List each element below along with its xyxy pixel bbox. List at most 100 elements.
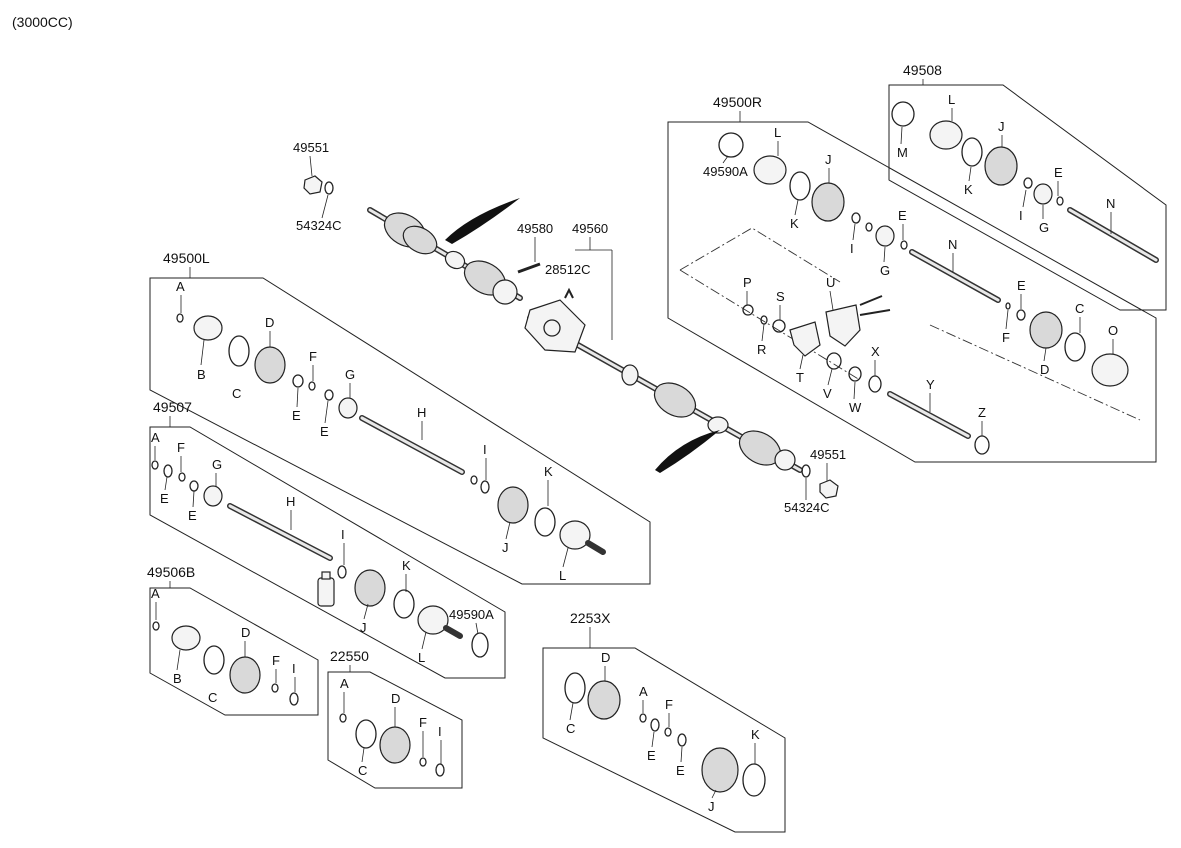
letter-P-49500R: P (743, 275, 752, 290)
assembly-label-49500L: 49500L (163, 250, 210, 266)
group-outline-49506B (149, 587, 319, 716)
letter-T-49500R: T (796, 370, 804, 385)
subgroup-dashline-a (679, 227, 841, 283)
grease-tube (317, 577, 335, 607)
letter-J-49508: J (998, 119, 1005, 134)
part-label-49551-top: 49551 (293, 140, 329, 155)
part-label-49580: 49580 (517, 221, 553, 236)
group-outline-49508 (888, 84, 1167, 311)
washer-54324C-bottom (801, 464, 811, 478)
letter-E-49507-a: E (160, 491, 169, 506)
group-outline-2253X (542, 647, 786, 833)
letter-E-2253X-a: E (647, 748, 656, 763)
letter-F-22550: F (419, 715, 427, 730)
parts-49507 (151, 460, 489, 658)
letter-E-49500R-a: E (898, 208, 907, 223)
letter-I-49507: I (341, 527, 345, 542)
letter-D-49500L: D (265, 315, 274, 330)
letter-A-2253X: A (639, 684, 648, 699)
letter-K-49508: K (964, 182, 973, 197)
letter-I-49500L: I (483, 442, 487, 457)
bolt-49580 (517, 262, 541, 274)
letter-J-2253X: J (708, 799, 715, 814)
letter-U-49500R: U (826, 275, 835, 290)
parts-49500L (176, 313, 606, 555)
letter-C-22550: C (358, 763, 367, 778)
assembly-label-49508: 49508 (903, 62, 942, 78)
letter-I-49508: I (1019, 208, 1023, 223)
parts-49508 (891, 101, 1159, 263)
parts-49506B (152, 621, 299, 706)
assembly-label-22550: 22550 (330, 648, 369, 664)
letter-A-49506B: A (151, 586, 160, 601)
subgroup-dashline-c (929, 324, 1141, 421)
letter-G-49500L: G (345, 367, 355, 382)
assembly-label-49507: 49507 (153, 399, 192, 415)
letter-O-49500R: O (1108, 323, 1118, 338)
letter-E-49507-b: E (188, 508, 197, 523)
letter-J-49500R: J (825, 152, 832, 167)
letter-B-49506B: B (173, 671, 182, 686)
letter-H-49507: H (286, 494, 295, 509)
letter-E-49500L-b: E (320, 424, 329, 439)
group-outline-49500R (667, 121, 1157, 463)
letter-J-49500L: J (502, 540, 509, 555)
letter-F-49500L: F (309, 349, 317, 364)
part-label-49551-bottom: 49551 (810, 447, 846, 462)
clip-28512C (564, 287, 574, 299)
letter-C-49500R: C (1075, 301, 1084, 316)
letter-L-49507: L (418, 650, 425, 665)
letter-N-49500R: N (948, 237, 957, 252)
parts-49500R (718, 132, 1129, 455)
group-outline-49507 (149, 426, 506, 679)
assembly-label-49500R: 49500R (713, 94, 762, 110)
letter-D-22550: D (391, 691, 400, 706)
engine-label: (3000CC) (12, 14, 73, 30)
part-label-49590A-kit: 49590A (449, 607, 494, 622)
letter-W-49500R: W (849, 400, 862, 415)
letter-X-49500R: X (871, 344, 880, 359)
letter-A-49507: A (151, 430, 160, 445)
parts-2253X (564, 672, 766, 797)
letter-K-49507: K (402, 558, 411, 573)
letter-F-2253X: F (665, 697, 673, 712)
letter-M-49508: M (897, 145, 908, 160)
part-label-28512C: 28512C (545, 262, 591, 277)
letter-H-49500L: H (417, 405, 426, 420)
letter-C-2253X: C (566, 721, 575, 736)
letter-J-49507: J (360, 620, 367, 635)
letter-F-49507: F (177, 440, 185, 455)
letter-A-22550: A (340, 676, 349, 691)
letter-C-49500L: C (232, 386, 241, 401)
main-shaft-assembly (367, 207, 803, 473)
letter-D-2253X: D (601, 650, 610, 665)
parts-22550 (339, 713, 445, 777)
assembly-label-2253X: 2253X (570, 610, 611, 626)
letter-Y-49500R: Y (926, 377, 935, 392)
subgroup-dashline-b (679, 269, 861, 381)
letter-E-2253X-b: E (676, 763, 685, 778)
letter-L-49500L: L (559, 568, 566, 583)
letter-D-49506B: D (241, 625, 250, 640)
letter-N-49508: N (1106, 196, 1115, 211)
part-label-49560: 49560 (572, 221, 608, 236)
letter-I-49500R: I (850, 241, 854, 256)
washer-54324C-top (324, 181, 334, 195)
direction-swoosh-bottom (655, 430, 720, 473)
letter-G-49500R: G (880, 263, 890, 278)
letter-E-49508: E (1054, 165, 1063, 180)
letter-R-49500R: R (757, 342, 766, 357)
letter-A-49500L: A (176, 279, 185, 294)
part-label-54324C-bottom: 54324C (784, 500, 830, 515)
assembly-label-49506B: 49506B (147, 564, 195, 580)
letter-G-49507: G (212, 457, 222, 472)
letter-F-49500R: F (1002, 330, 1010, 345)
letter-B-49500L: B (197, 367, 206, 382)
letter-K-49500R: K (790, 216, 799, 231)
letter-L-49500R: L (774, 125, 781, 140)
part-label-54324C-top: 54324C (296, 218, 342, 233)
group-outline-22550 (327, 671, 463, 789)
letter-G-49508: G (1039, 220, 1049, 235)
letter-E-49500R-b: E (1017, 278, 1026, 293)
